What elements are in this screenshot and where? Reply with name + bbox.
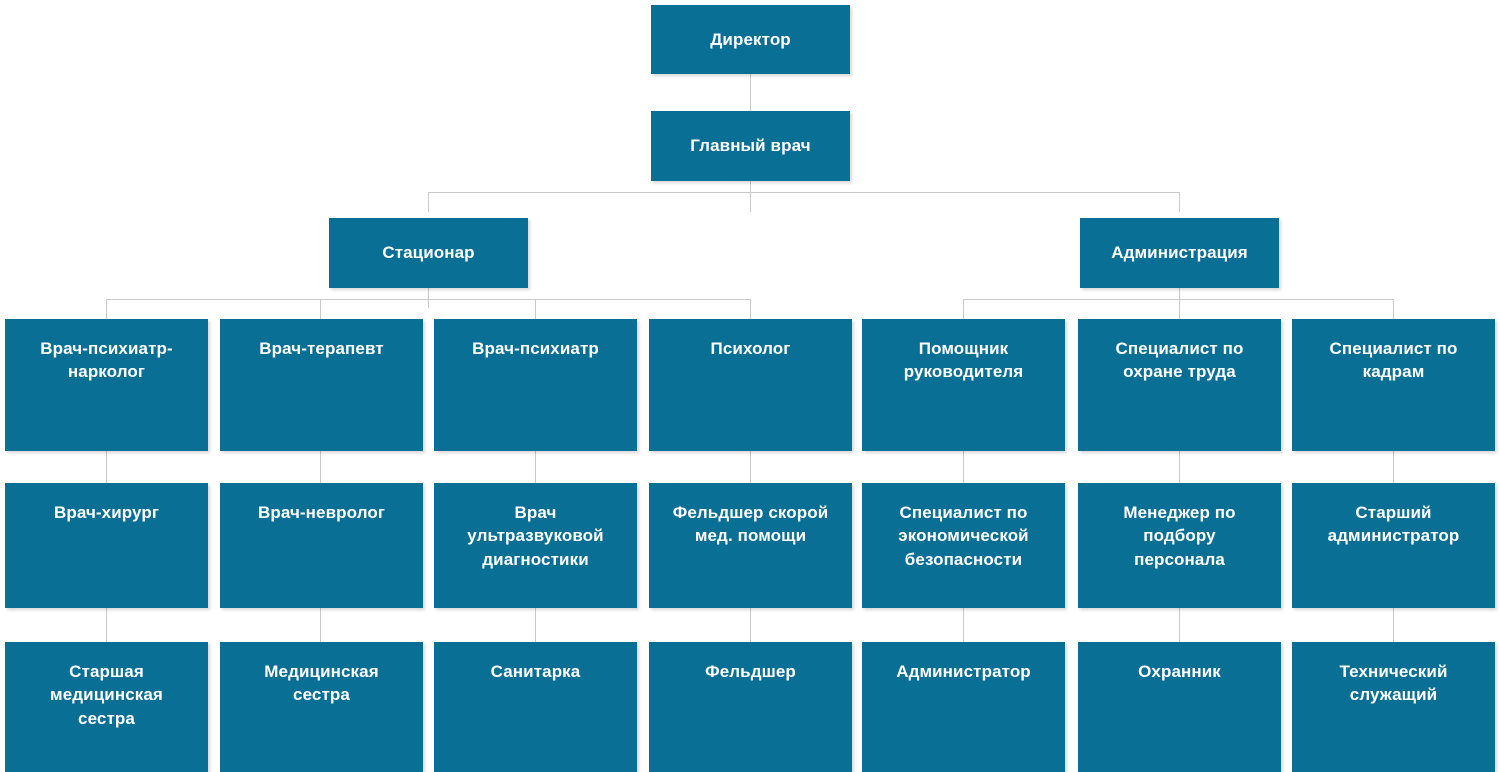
- node-neurologist-label: Врач-невролог: [257, 503, 386, 522]
- node-ultrasound-doctor-label: Врач ультразвуковой диагностики: [467, 503, 604, 569]
- connector-head-assistant-to-economic-security: [963, 451, 964, 483]
- node-administrator-label: Администратор: [896, 662, 1031, 681]
- node-psychologist-label: Психолог: [710, 339, 791, 358]
- node-psychiatrist-label: Врач-психиатр: [472, 339, 599, 358]
- node-head-nurse-label: Старшая медицинская сестра: [50, 662, 163, 728]
- node-orderly-label: Санитарка: [490, 662, 581, 681]
- node-ultrasound-doctor[interactable]: Врач ультразвуковой диагностики: [434, 483, 637, 608]
- node-paramedic[interactable]: Фельдшер: [649, 642, 852, 772]
- connector-labor-safety-to-recruitment: [1179, 451, 1180, 483]
- node-surgeon-label: Врач-хирург: [53, 503, 160, 522]
- node-hospital[interactable]: Стационар: [329, 218, 528, 288]
- node-administrator[interactable]: Администратор: [862, 642, 1065, 772]
- node-director-label: Директор: [710, 29, 791, 49]
- connector-bus-to-psychiatrist: [535, 299, 536, 319]
- connector-bus-to-administration: [1179, 192, 1180, 212]
- node-technical-staff[interactable]: Технический служащий: [1292, 642, 1495, 772]
- node-orderly[interactable]: Санитарка: [434, 642, 637, 772]
- connector-neurologist-to-nurse: [320, 608, 321, 642]
- node-director[interactable]: Директор: [651, 5, 850, 74]
- node-hr-specialist-label: Специалист по кадрам: [1329, 339, 1458, 382]
- connector-bus-administration-children: [963, 299, 1394, 300]
- node-head-assistant[interactable]: Помощник руководителя: [862, 319, 1065, 451]
- node-economic-security-specialist[interactable]: Специалист по экономической безопасности: [862, 483, 1065, 608]
- node-recruitment-manager-label: Менеджер по подбору персонала: [1123, 503, 1236, 569]
- connector-surgeon-to-head-nurse: [106, 608, 107, 642]
- connector-bus-to-therapist: [320, 299, 321, 319]
- node-economic-security-specialist-label: Специалист по экономической безопасности: [898, 503, 1029, 569]
- connector-psychiatrist-to-ultrasound: [535, 451, 536, 483]
- connector-bus-to-hr-specialist: [1393, 299, 1394, 319]
- node-nurse[interactable]: Медицинская сестра: [220, 642, 423, 772]
- node-head-assistant-label: Помощник руководителя: [903, 339, 1024, 382]
- connector-hr-specialist-to-senior-administrator: [1393, 451, 1394, 483]
- node-psychiatrist-narcologist-label: Врач-психиатр- нарколог: [40, 339, 173, 382]
- node-emergency-paramedic-label: Фельдшер скорой мед. помощи: [672, 503, 829, 546]
- node-chief-doctor-label: Главный врач: [690, 136, 811, 156]
- node-security-guard[interactable]: Охранник: [1078, 642, 1281, 772]
- node-administration[interactable]: Администрация: [1080, 218, 1279, 288]
- node-nurse-label: Медицинская сестра: [264, 662, 379, 705]
- node-neurologist[interactable]: Врач-невролог: [220, 483, 423, 608]
- node-senior-administrator[interactable]: Старший администратор: [1292, 483, 1495, 608]
- connector-bus-to-labor-safety: [1179, 299, 1180, 319]
- node-psychiatrist[interactable]: Врач-психиатр: [434, 319, 637, 451]
- connector-ultrasound-to-orderly: [535, 608, 536, 642]
- node-paramedic-label: Фельдшер: [705, 662, 796, 681]
- node-recruitment-manager[interactable]: Менеджер по подбору персонала: [1078, 483, 1281, 608]
- connector-hospital-drop: [428, 288, 429, 308]
- connector-bus-to-psychologist: [750, 299, 751, 319]
- connector-economic-security-to-administrator: [963, 608, 964, 642]
- node-therapist-label: Врач-терапевт: [259, 339, 384, 358]
- node-chief-doctor[interactable]: Главный врач: [651, 111, 850, 181]
- connector-emergency-paramedic-to-paramedic: [750, 608, 751, 642]
- node-therapist[interactable]: Врач-терапевт: [220, 319, 423, 451]
- node-emergency-paramedic[interactable]: Фельдшер скорой мед. помощи: [649, 483, 852, 608]
- node-psychologist[interactable]: Психолог: [649, 319, 852, 451]
- node-psychiatrist-narcologist[interactable]: Врач-психиатр- нарколог: [5, 319, 208, 451]
- node-senior-administrator-label: Старший администратор: [1327, 503, 1460, 546]
- node-security-guard-label: Охранник: [1138, 662, 1221, 681]
- connector-director-to-chief-doctor: [750, 74, 751, 111]
- connector-bus-to-head-assistant: [963, 299, 964, 319]
- node-head-nurse[interactable]: Старшая медицинская сестра: [5, 642, 208, 772]
- connector-bus-to-hospital: [428, 192, 429, 212]
- node-hr-specialist[interactable]: Специалист по кадрам: [1292, 319, 1495, 451]
- connector-chief-doctor-drop: [750, 181, 751, 212]
- connector-psychiatrist-narcologist-to-surgeon: [106, 451, 107, 483]
- node-technical-staff-label: Технический служащий: [1339, 662, 1448, 705]
- connector-bus-level2: [428, 192, 1180, 193]
- node-labor-safety-specialist[interactable]: Специалист по охране труда: [1078, 319, 1281, 451]
- node-surgeon[interactable]: Врач-хирург: [5, 483, 208, 608]
- connector-bus-to-psychiatrist-narcologist: [106, 299, 107, 319]
- connector-therapist-to-neurologist: [320, 451, 321, 483]
- node-hospital-label: Стационар: [382, 243, 475, 263]
- connector-psychologist-to-emergency-paramedic: [750, 451, 751, 483]
- node-administration-label: Администрация: [1111, 243, 1248, 263]
- connector-bus-hospital-children: [106, 299, 751, 300]
- node-labor-safety-specialist-label: Специалист по охране труда: [1115, 339, 1244, 382]
- connector-recruitment-to-security-guard: [1179, 608, 1180, 642]
- connector-administration-drop: [1179, 288, 1180, 308]
- connector-senior-administrator-to-technical-staff: [1393, 608, 1394, 642]
